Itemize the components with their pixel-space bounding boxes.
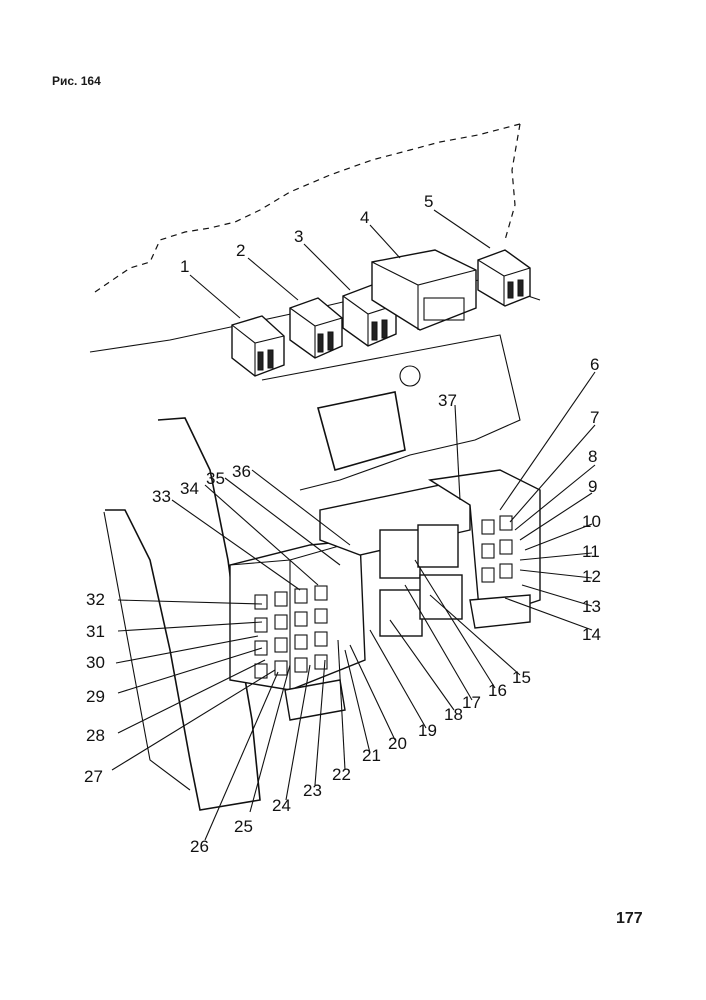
relay-2: [289, 297, 343, 359]
callout-30: 30: [86, 653, 105, 672]
side-cover: [105, 417, 261, 811]
callout-36: 36: [232, 462, 251, 481]
callout-16: 16: [488, 681, 507, 700]
callout-8: 8: [588, 447, 597, 466]
panel-knob: [399, 365, 421, 387]
callout-18: 18: [444, 705, 463, 724]
callout-5: 5: [424, 192, 433, 211]
callout-4: 4: [360, 208, 369, 227]
callout-24: 24: [272, 796, 291, 815]
callout-15: 15: [512, 668, 531, 687]
relay-5: [477, 249, 531, 307]
callout-33: 33: [152, 487, 171, 506]
callout-23: 23: [303, 781, 322, 800]
callout-31: 31: [86, 622, 105, 641]
callout-9: 9: [588, 477, 597, 496]
callout-19: 19: [418, 721, 437, 740]
callout-26: 26: [190, 837, 209, 856]
callout-14: 14: [582, 625, 601, 644]
dashboard-panel: [261, 334, 521, 491]
callout-labels: 1 2 3 4 5 6 7 8 9 10 11 12 13 14 15 16 1…: [84, 192, 601, 856]
callout-12: 12: [582, 567, 601, 586]
side-cover-inner: [103, 511, 191, 791]
callout-3: 3: [294, 227, 303, 246]
callout-13: 13: [582, 597, 601, 616]
callout-34: 34: [180, 479, 199, 498]
callout-6: 6: [590, 355, 599, 374]
callout-2: 2: [236, 241, 245, 260]
callout-11: 11: [582, 542, 600, 561]
callout-29: 29: [86, 687, 105, 706]
callout-28: 28: [86, 726, 105, 745]
callout-35: 35: [206, 469, 225, 488]
relay-4: [371, 249, 477, 331]
relay-1: [231, 315, 285, 377]
panel-upper-edge: [94, 123, 521, 293]
callout-25: 25: [234, 817, 253, 836]
figure-caption: Рис. 164: [52, 74, 101, 88]
callout-17: 17: [462, 693, 481, 712]
callout-20: 20: [388, 734, 407, 753]
panel-right-edge: [504, 123, 521, 241]
callout-21: 21: [362, 746, 381, 765]
callout-22: 22: [332, 765, 351, 784]
callout-10: 10: [582, 512, 601, 531]
callout-37: 37: [438, 391, 457, 410]
callout-1: 1: [180, 257, 189, 276]
callout-32: 32: [86, 590, 105, 609]
panel-opening: [317, 391, 406, 471]
callout-27: 27: [84, 767, 103, 786]
callout-7: 7: [590, 408, 599, 427]
page-number: 177: [616, 910, 643, 927]
leader-lines: [111, 209, 596, 841]
